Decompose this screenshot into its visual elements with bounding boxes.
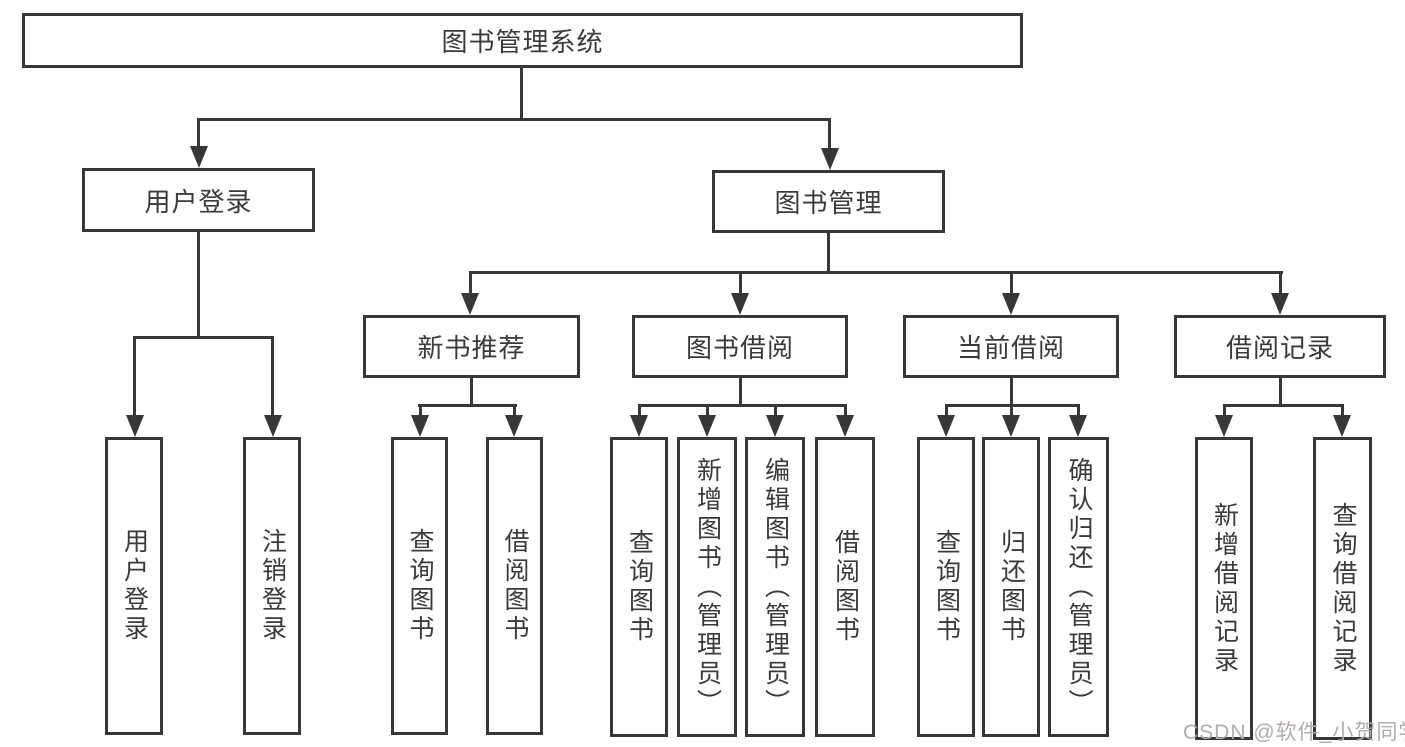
node-edit-book-admin: 编辑图书（管理员） — [745, 437, 805, 737]
arrow-down-icon — [411, 415, 429, 437]
node-query-books-borrow: 查询图书 — [610, 437, 668, 737]
connector-line — [470, 378, 473, 407]
connector-line — [513, 404, 516, 417]
arrow-down-icon — [731, 293, 749, 315]
node-query-borrow-record: 查询借阅记录 — [1313, 437, 1372, 740]
arrow-down-icon — [505, 415, 523, 437]
connector-line — [1010, 378, 1013, 407]
connector-line — [133, 336, 274, 339]
connector-line — [1223, 404, 1226, 417]
node-new-book-recommendation: 新书推荐 — [363, 315, 580, 378]
connector-line — [1010, 404, 1013, 417]
arrow-down-icon — [264, 415, 282, 437]
arrow-down-icon — [1215, 415, 1233, 437]
connector-line — [469, 271, 472, 295]
connector-line — [945, 404, 948, 417]
connector-line — [418, 404, 517, 407]
connector-line — [520, 68, 523, 121]
node-add-book-admin: 新增图书（管理员） — [677, 437, 737, 737]
arrow-down-icon — [698, 415, 716, 437]
arrow-down-icon — [821, 148, 839, 170]
connector-line — [1279, 271, 1282, 295]
arrow-down-icon — [937, 415, 955, 437]
node-current-borrowing: 当前借阅 — [903, 315, 1119, 378]
arrow-down-icon — [190, 146, 208, 168]
node-book-management: 图书管理 — [712, 170, 945, 233]
connector-line — [419, 404, 422, 417]
arrow-down-icon — [1002, 293, 1020, 315]
arrow-down-icon — [1271, 293, 1289, 315]
arrow-down-icon — [1333, 415, 1351, 437]
node-library-management-system: 图书管理系统 — [22, 13, 1023, 68]
connector-line — [739, 271, 742, 295]
connector-line — [1341, 404, 1344, 417]
connector-line — [133, 336, 136, 417]
connector-line — [197, 232, 200, 339]
node-borrow-books-leaf: 借阅图书 — [815, 437, 875, 737]
connector-line — [1279, 378, 1282, 407]
connector-line — [469, 271, 1283, 274]
node-borrowing-records: 借阅记录 — [1174, 315, 1386, 378]
arrow-down-icon — [630, 415, 648, 437]
connector-line — [844, 404, 847, 417]
node-query-books-current: 查询图书 — [917, 437, 975, 737]
arrow-down-icon — [1002, 415, 1020, 437]
connector-line — [1077, 404, 1080, 417]
connector-line — [197, 118, 200, 148]
connector-line — [197, 118, 831, 121]
node-user-login: 用户登录 — [82, 168, 315, 232]
connector-line — [638, 404, 641, 417]
connector-line — [827, 233, 830, 274]
connector-line — [638, 404, 847, 407]
arrow-down-icon — [766, 415, 784, 437]
node-logout-leaf: 注销登录 — [243, 437, 301, 735]
node-confirm-return-admin: 确认归还（管理员） — [1048, 437, 1109, 737]
node-return-books: 归还图书 — [982, 437, 1040, 737]
connector-line — [1010, 271, 1013, 295]
node-book-borrowing: 图书借阅 — [632, 315, 848, 378]
connector-line — [1223, 404, 1344, 407]
node-query-books-recommend: 查询图书 — [391, 437, 448, 735]
node-borrow-books-recommend: 借阅图书 — [486, 437, 543, 735]
connector-line — [739, 378, 742, 407]
node-add-borrow-record: 新增借阅记录 — [1195, 437, 1253, 740]
arrow-down-icon — [836, 415, 854, 437]
csdn-watermark: CSDN @软件_小贺同学 — [1183, 721, 1405, 744]
connector-line — [271, 336, 274, 417]
connector-line — [774, 404, 777, 417]
connector-line — [828, 118, 831, 150]
arrow-down-icon — [1069, 415, 1087, 437]
arrow-down-icon — [461, 293, 479, 315]
arrow-down-icon — [126, 415, 144, 437]
connector-line — [706, 404, 709, 417]
node-user-login-leaf: 用户登录 — [105, 437, 163, 735]
